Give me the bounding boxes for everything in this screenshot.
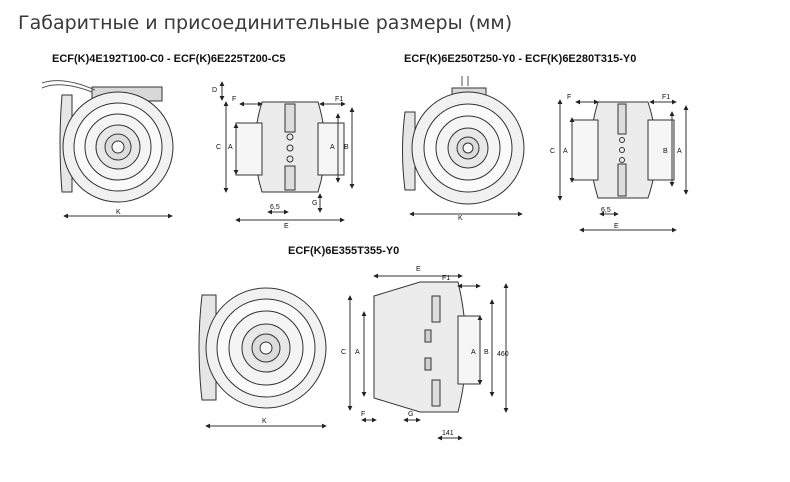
fan-side-view-3 [347, 273, 509, 441]
dim-label-b-3: B [484, 349, 489, 356]
dim-label-a-3: A [355, 349, 360, 356]
model-label-group2: ECF(K)6E250T250-Y0 - ECF(K)6E280T315-Y0 [404, 53, 637, 65]
dim-label-a2-3: A [471, 349, 476, 356]
dim-label-f1-3: F1 [442, 275, 450, 282]
dim-label-k-1: K [116, 209, 121, 216]
dim-label-k-3: K [262, 418, 267, 425]
dim-label-d-1: D [212, 87, 217, 94]
dim-label-141-3: 141 [442, 430, 454, 437]
dim-label-b-2: B [663, 148, 668, 155]
dim-label-g-1: G [312, 200, 317, 207]
dim-label-a-2: A [563, 148, 568, 155]
dim-label-c-3: C [341, 349, 346, 356]
dim-label-c-1: C [216, 144, 221, 151]
fan-side-view-2 [557, 99, 689, 233]
dim-label-g-3: G [408, 411, 413, 418]
dim-label-f1-2: F1 [662, 94, 670, 101]
dim-label-f1-1: F1 [335, 96, 343, 103]
dim-label-e-1: E [284, 223, 289, 230]
dim-label-e-2: E [614, 223, 619, 230]
dim-label-460-3: 460 [497, 351, 509, 358]
fan-front-view-1 [41, 80, 174, 219]
dim-label-k-2: K [458, 215, 463, 222]
model-label-group3: ECF(K)6E355T355-Y0 [288, 245, 400, 257]
dim-label-c-2: C [550, 148, 555, 155]
dim-label-65-1: 6,5 [270, 204, 280, 211]
dim-label-a-1: A [228, 144, 233, 151]
dim-label-b-1: B [344, 144, 349, 151]
dim-label-f-1: F [232, 96, 236, 103]
model-label-group1: ECF(K)4E192T100-C0 - ECF(K)6E225T200-C5 [52, 53, 286, 65]
dim-label-a2-1: A [330, 144, 335, 151]
fan-front-view-2 [402, 76, 525, 217]
dim-label-e-3: E [416, 266, 421, 273]
fan-side-view-1 [219, 81, 355, 223]
dim-label-f-3: F [361, 411, 365, 418]
fan-front-view-3 [198, 287, 327, 429]
page-title: Габаритные и присоединительные размеры (… [18, 12, 513, 34]
dim-label-f-2: F [567, 94, 571, 101]
dim-label-65-2: 6,5 [601, 207, 611, 214]
dim-label-a2-2: A [677, 148, 682, 155]
